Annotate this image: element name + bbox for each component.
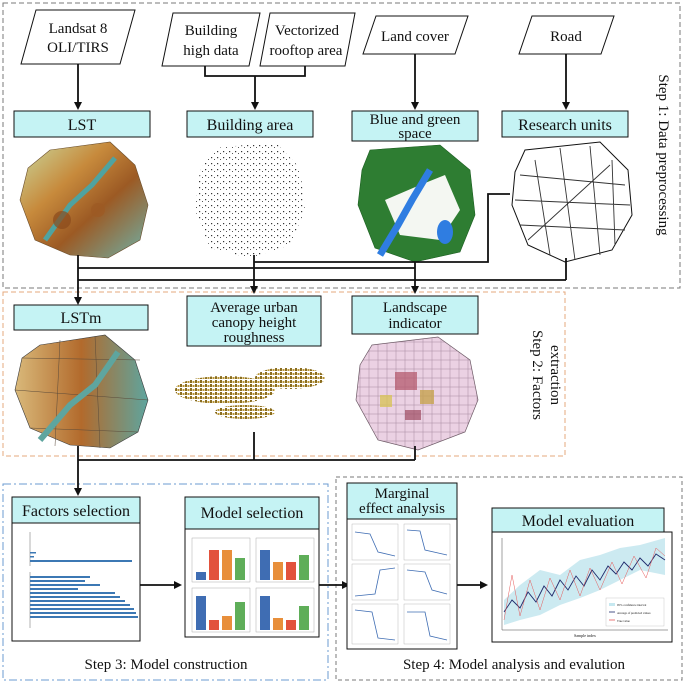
blue-green-title-line2: space — [398, 126, 432, 142]
lstm-title: LSTm — [61, 310, 102, 327]
evaluation-xlabel: Sample index — [574, 633, 596, 638]
model-bars — [191, 537, 315, 633]
connector-research-units-loop — [254, 193, 510, 263]
canopy-title-line1: Average urban — [210, 300, 298, 316]
lst-title-box — [13, 110, 151, 138]
lst-map — [19, 141, 149, 259]
blue-green-map — [357, 144, 476, 263]
input-landsat: Landsat 8 OLI/TIRS — [20, 9, 136, 65]
building-area-title-box — [186, 110, 314, 138]
step2-frame — [2, 291, 566, 457]
step4-label: Step 4: Model analysis and evalution — [403, 657, 626, 673]
factors-bars — [29, 532, 138, 628]
factors-title-box — [11, 496, 141, 524]
factors-title: Factors selection — [22, 503, 130, 520]
legend-ci: 95% confidence interval — [617, 603, 646, 607]
input-building-high-line1: Building — [185, 23, 238, 39]
model-selection-title: Model selection — [201, 505, 304, 522]
input-landsat-line2: OLI/TIRS — [47, 40, 109, 56]
blue-green-title-line1: Blue and green — [370, 112, 461, 128]
connector-building-inputs — [204, 66, 306, 108]
connector-step2-bus — [77, 432, 416, 461]
model-selection-title-box — [184, 496, 320, 530]
input-road-text: Road — [550, 29, 582, 45]
canopy-title-line2: canopy height — [212, 315, 297, 331]
canopy-map — [175, 367, 325, 419]
input-land-cover-text: Land cover — [381, 29, 449, 45]
step1-frame — [2, 2, 681, 289]
input-building-high: Building high data — [161, 12, 261, 67]
input-land-cover: Land cover — [362, 15, 469, 55]
canopy-title-box — [186, 295, 322, 347]
building-area-map — [195, 142, 305, 258]
step2-label-line1: Step 2: Factors — [529, 330, 545, 420]
legend-true: True value — [617, 619, 630, 623]
input-rooftop: Vectorized rooftop area — [259, 12, 356, 67]
research-units-title: Research units — [518, 117, 612, 134]
research-units-map — [511, 141, 633, 263]
lst-title: LST — [68, 117, 97, 134]
input-building-high-line2: high data — [183, 43, 239, 59]
marginal-plots-frame — [346, 518, 458, 650]
step3-frame — [2, 483, 329, 681]
input-rooftop-line1: Vectorized — [275, 23, 340, 39]
landscape-title-line1: Landscape — [383, 300, 447, 316]
step3-label: Step 3: Model construction — [85, 657, 248, 673]
landscape-map — [355, 336, 479, 451]
evaluation-title-box — [491, 507, 665, 533]
legend-avg: Average of predicted values — [617, 611, 651, 615]
marginal-title-line1: Marginal — [375, 486, 430, 502]
building-area-title: Building area — [207, 117, 294, 134]
research-units-title-box — [501, 110, 629, 138]
step2-label-line2: extraction — [547, 345, 563, 405]
landscape-title-box — [351, 295, 479, 335]
marginal-title-line2: effect analysis — [359, 501, 445, 517]
input-landsat-line1: Landsat 8 — [49, 21, 108, 37]
marginal-title-box — [346, 482, 458, 520]
canopy-title-line3: roughness — [224, 330, 285, 346]
marginal-plots — [351, 523, 451, 645]
input-road: Road — [518, 15, 615, 55]
step1-label: Step 1: Data preprocessing — [655, 74, 671, 236]
input-rooftop-line2: rooftop area — [270, 43, 343, 59]
blue-green-title-box — [351, 110, 479, 142]
lstm-title-box — [13, 304, 149, 331]
evaluation-title: Model evaluation — [522, 513, 634, 530]
evaluation-chart: 95% confidence interval Average of predi… — [501, 538, 668, 638]
landscape-title-line2: indicator — [388, 316, 441, 332]
lstm-map — [14, 334, 149, 449]
step4-frame — [335, 476, 683, 681]
